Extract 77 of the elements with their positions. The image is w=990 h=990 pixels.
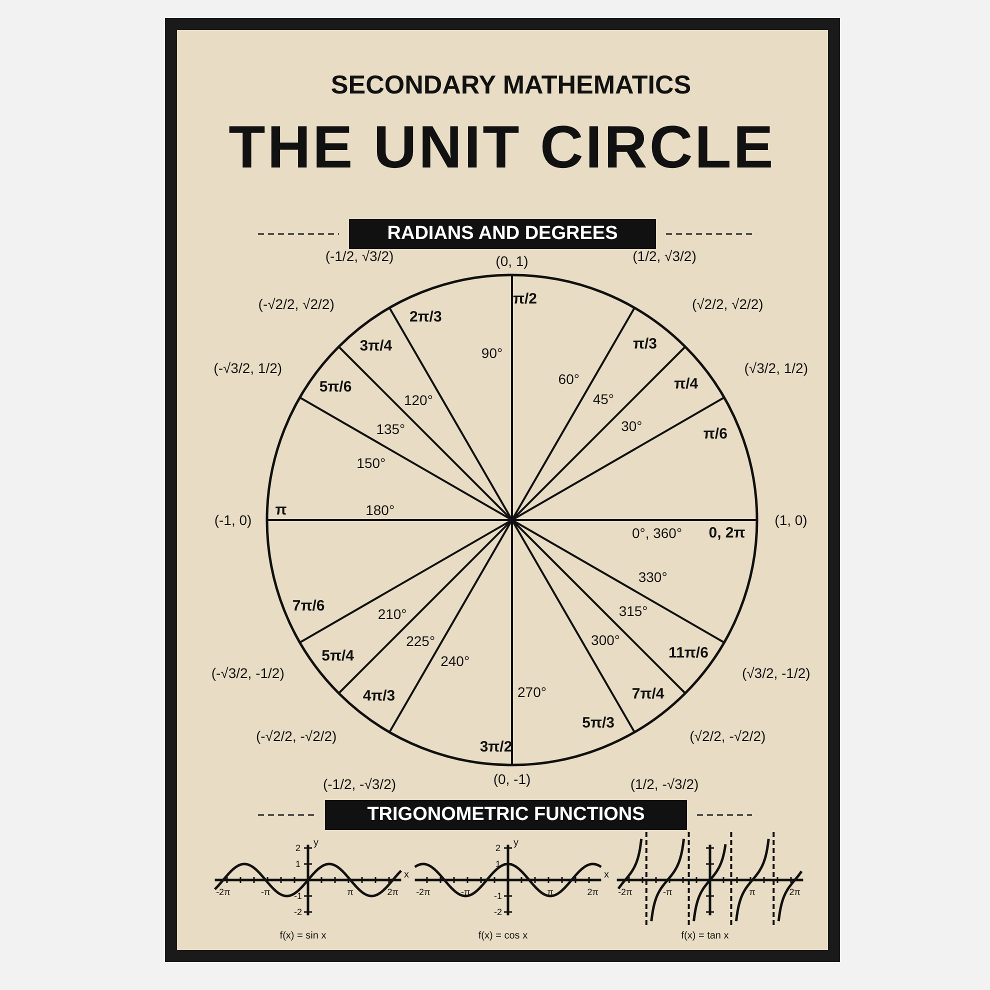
tick-label: -π: [662, 887, 672, 897]
section-banner: RADIANS AND DEGREES: [349, 219, 656, 249]
tick-label: π: [347, 887, 354, 897]
degree-label: 45°: [592, 390, 614, 407]
radian-label: 7π/4: [632, 686, 664, 703]
coordinate-label: (√3/2, -1/2): [742, 664, 810, 680]
function-caption: f(x) = tan x: [681, 930, 729, 942]
radian-label: π/3: [633, 335, 657, 352]
degree-label: 315°: [618, 603, 648, 620]
radian-label: 5π/6: [319, 378, 352, 396]
degree-label: 0°, 360°: [632, 525, 682, 541]
degree-label: 330°: [638, 568, 668, 585]
degree-label: 240°: [440, 652, 470, 669]
radian-label: 3π/2: [480, 738, 512, 756]
degree-label: 135°: [376, 420, 406, 437]
axis-label: y: [514, 838, 518, 849]
degree-label: 30°: [621, 418, 642, 434]
axis-label: y: [314, 838, 318, 849]
radian-label: 5π/4: [322, 648, 354, 665]
coordinate-label: (1/2, √3/2): [632, 248, 696, 264]
tick-label: -1: [294, 891, 302, 901]
coordinate-label: (-√3/2, -1/2): [211, 664, 284, 680]
radian-label: π: [275, 502, 287, 518]
subtitle: SECONDARY MATHEMATICS: [330, 70, 692, 100]
tick-label: π: [749, 887, 756, 897]
radian-label: 0, 2π: [708, 524, 746, 542]
degree-label: 300°: [591, 632, 620, 648]
coordinate-label: (1, 0): [774, 512, 808, 528]
coordinate-label: (-√2/2, -√2/2): [256, 728, 337, 744]
radian-label: π/2: [513, 290, 537, 308]
radian-label: π/6: [703, 425, 728, 442]
radian-label: 7π/6: [292, 598, 325, 615]
radian-label: 5π/3: [582, 714, 615, 732]
degree-label: 90°: [481, 345, 503, 362]
radian-label: 3π/4: [360, 337, 392, 354]
tick-label: 2: [496, 843, 500, 853]
axis-label: x: [604, 870, 610, 880]
radian-label: 11π/6: [668, 644, 708, 662]
coordinate-label: (1/2, -√3/2): [630, 776, 699, 792]
tick-label: -1: [494, 891, 502, 901]
tick-label: π: [547, 887, 554, 897]
degree-label: 180°: [366, 502, 395, 518]
radian-label: 2π/3: [409, 308, 442, 326]
tick-label: -2π: [416, 887, 430, 897]
coordinate-label: (0, -1): [493, 771, 531, 787]
coordinate-label: (-1, 0): [214, 512, 252, 528]
axis-label: x: [404, 870, 410, 880]
degree-label: 150°: [356, 455, 386, 472]
coordinate-label: (√2/2, √2/2): [692, 296, 764, 312]
tick-label: -2π: [216, 887, 230, 897]
function-caption: f(x) = sin x: [280, 930, 326, 942]
tick-label: 2π: [587, 887, 598, 897]
degree-label: 270°: [518, 684, 546, 700]
tick-label: -2: [494, 907, 502, 917]
radian-label: 4π/3: [362, 688, 396, 705]
tick-label: 2π: [789, 887, 800, 897]
tick-label: -2: [294, 907, 302, 917]
coordinate-label: (0, 1): [496, 253, 528, 269]
tick-label: -2π: [618, 887, 632, 897]
coordinate-label: (-√2/2, √2/2): [258, 296, 334, 312]
tick-label: 1: [296, 859, 300, 869]
degree-label: 120°: [404, 392, 433, 408]
function-caption: f(x) = cos x: [478, 930, 528, 942]
radian-label: π/4: [674, 375, 698, 392]
degree-label: 225°: [406, 633, 436, 650]
coordinate-label: (-√3/2, 1/2): [214, 360, 282, 376]
tick-label: 2π: [387, 887, 398, 897]
coordinate-label: (-1/2, √3/2): [325, 248, 394, 264]
coordinate-label: (√2/2, -√2/2): [690, 728, 766, 744]
section-banner: TRIGONOMETRIC FUNCTIONS: [325, 800, 687, 830]
tick-label: 2: [296, 843, 300, 853]
degree-label: 210°: [378, 606, 407, 622]
degree-label: 60°: [558, 371, 580, 388]
coordinate-label: (-1/2, -√3/2): [322, 776, 396, 792]
tick-label: -π: [260, 887, 270, 897]
title: THE UNIT CIRCLE: [228, 112, 776, 182]
coordinate-label: (√3/2, 1/2): [744, 360, 808, 376]
